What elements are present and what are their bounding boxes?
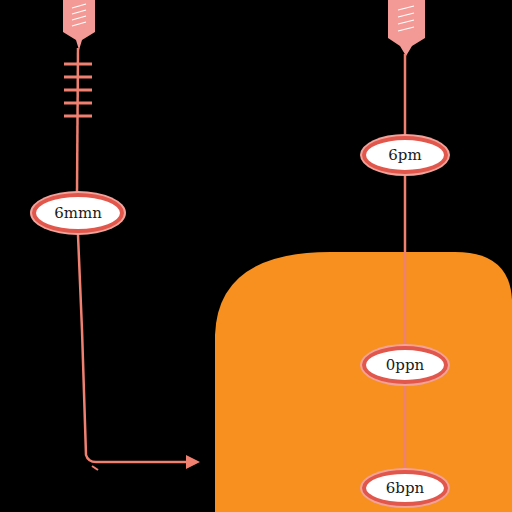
node-label: 6mmn [54,205,102,222]
connector-line [404,174,407,346]
oval-node: 6pm [362,136,448,174]
arrow-head [186,455,200,469]
tick [64,63,92,66]
connector-line [404,384,407,470]
node-label: 6bpn [386,480,424,497]
left-line-lower [78,235,192,462]
tick [64,115,92,118]
oval-node: 0ppn [362,346,448,384]
syringe-right [388,0,425,56]
tick [64,89,92,92]
oval-node: 6mmn [32,193,124,233]
right-line-top [404,54,407,136]
tick [64,102,92,105]
tick-marks [64,64,92,116]
left-line [77,48,78,193]
syringe-left [63,0,95,50]
node-label: 0ppn [386,357,424,374]
mark [92,466,98,470]
node-label: 6pm [388,147,421,164]
oval-node: 6bpn [362,470,448,506]
orange-region [215,252,512,512]
tick [64,76,92,79]
